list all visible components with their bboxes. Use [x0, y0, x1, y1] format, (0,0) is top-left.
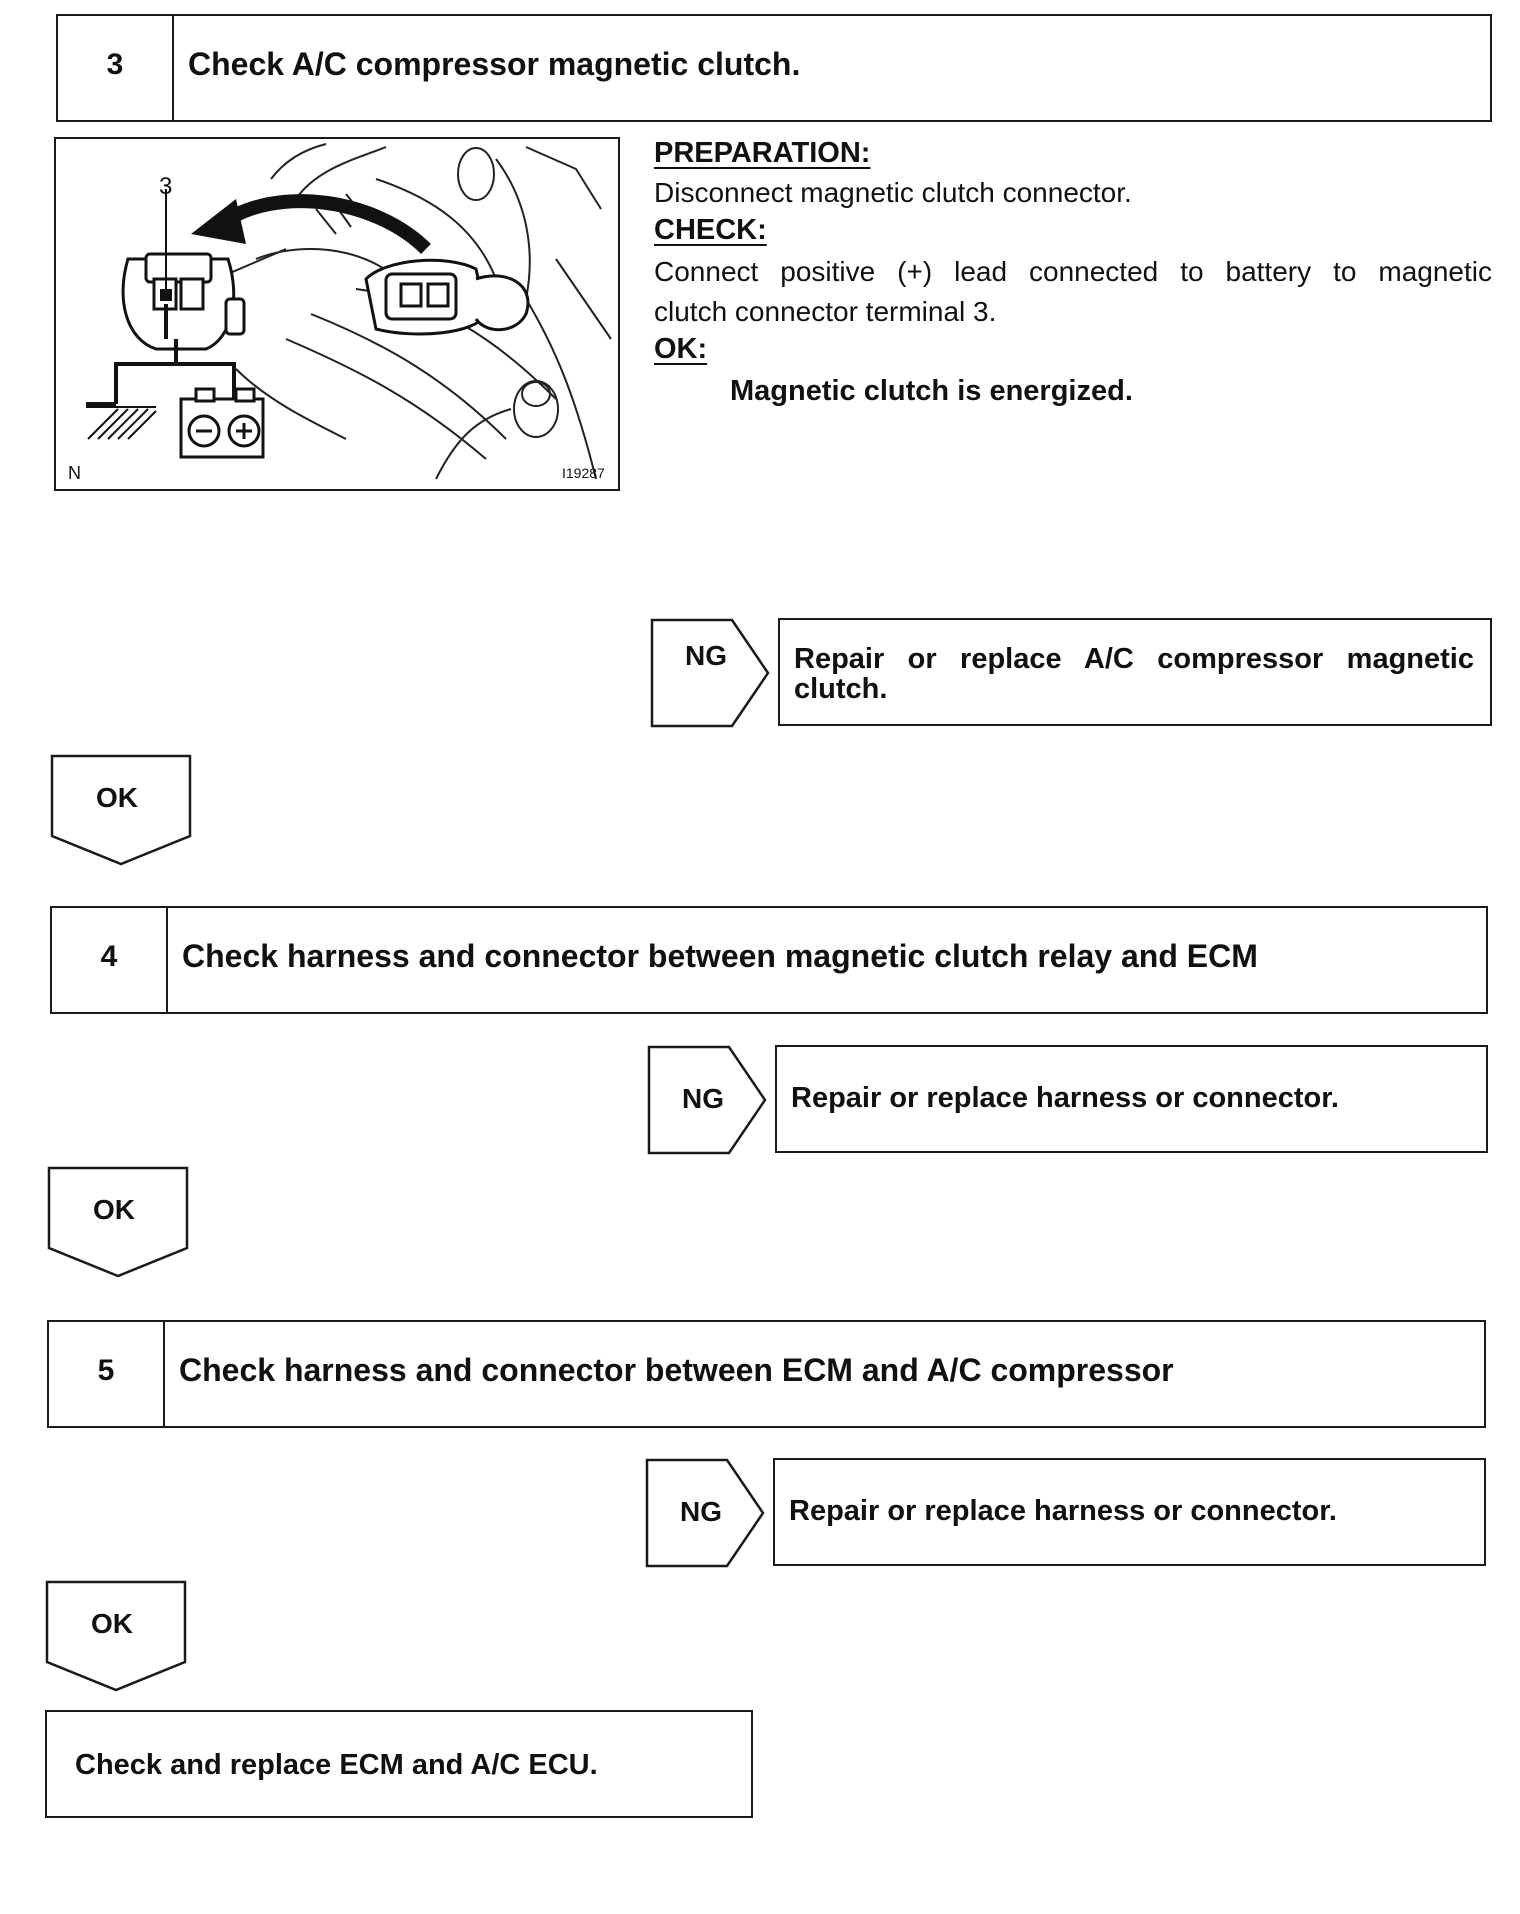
step-number: 4 [52, 908, 168, 1012]
ng-arrow-icon [650, 618, 770, 728]
step-title: Check harness and connector between ECM … [179, 1352, 1174, 1388]
ng-arrow-icon [647, 1045, 767, 1155]
step-title: Check harness and connector between magn… [182, 938, 1258, 974]
terminal-label: 3 [159, 173, 173, 200]
corner-label: N [68, 463, 81, 483]
ng-result-box: Repair or replace harness or connector. [775, 1045, 1488, 1153]
ng-label: NG [682, 1083, 724, 1114]
step-number: 5 [49, 1322, 165, 1426]
ng-arrow-icon [645, 1458, 765, 1568]
ok-label: OK [93, 1194, 135, 1225]
ok-arrow-icon [47, 1166, 189, 1278]
ok-arrow-icon [45, 1580, 187, 1692]
figure-code: I19287 [562, 465, 605, 481]
final-action-box: Check and replace ECM and A/C ECU. [45, 1710, 753, 1818]
step-3-header: 3 Check A/C compressor magnetic clutch. [56, 14, 1492, 122]
preparation-text: Disconnect magnetic clutch connector. [654, 177, 1132, 208]
step-number: 3 [58, 16, 174, 120]
ng-result-text: Repair or replace harness or connector. [791, 1082, 1339, 1114]
ok-criteria: Magnetic clutch is energized. [730, 375, 1133, 407]
step-4-header: 4 Check harness and connector between ma… [50, 906, 1488, 1014]
preparation-heading: PREPARATION: [654, 137, 871, 169]
check-heading: CHECK: [654, 214, 767, 246]
ok-label: OK [96, 782, 138, 813]
connector-illustration: 3 N I19287 [54, 137, 620, 491]
ng-label: NG [685, 640, 727, 671]
ng-result-line2: clutch. [794, 673, 888, 705]
ng-result-text: Repair or replace harness or connector. [789, 1495, 1337, 1527]
ng-result-box: Repair or replace harness or connector. [773, 1458, 1486, 1566]
ok-arrow-icon [50, 754, 192, 866]
step-5-header: 5 Check harness and connector between EC… [47, 1320, 1486, 1428]
final-action-text: Check and replace ECM and A/C ECU. [75, 1749, 598, 1781]
ok-label: OK [91, 1608, 133, 1639]
ok-heading: OK: [654, 333, 708, 365]
ng-label: NG [680, 1496, 722, 1527]
step-title: Check A/C compressor magnetic clutch. [188, 46, 801, 82]
ng-result-box: Repair or replace A/C compressor magneti… [778, 618, 1492, 726]
ng-result-line1: Repair or replace A/C compressor magneti… [794, 643, 1474, 675]
check-text-line1: Connect positive (+) lead connected to b… [654, 256, 1492, 287]
connector-diagram [86, 143, 612, 480]
check-text-line2: clutch connector terminal 3. [654, 296, 997, 327]
